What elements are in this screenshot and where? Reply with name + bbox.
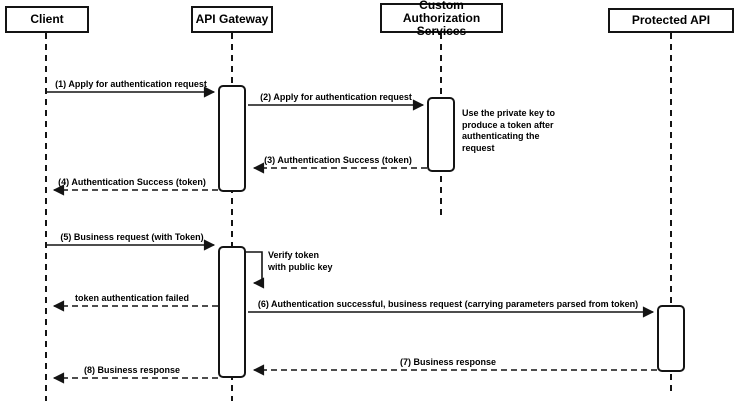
message-label-6: (6) Authentication successful, business … [257, 299, 639, 309]
message-label-4: (4) Authentication Success (token) [58, 177, 206, 187]
message-label-3: (3) Authentication Success (token) [264, 155, 412, 165]
actor-custom-authorization-services: Custom Authorization Services [380, 0, 503, 37]
activation-api-gateway-auth [218, 85, 246, 192]
message-label-7: (7) Business response [399, 357, 497, 367]
activation-custom-authorization-services [427, 97, 455, 172]
message-arrow-self-verify-token [246, 251, 265, 289]
message-label-8: (8) Business response [83, 365, 181, 375]
actor-client: Client [5, 6, 89, 33]
message-label-5: (5) Business request (with Token) [60, 232, 204, 242]
note-private-key: Use the private key to produce a token a… [462, 108, 556, 153]
activation-protected-api [657, 305, 685, 372]
message-label-verify-token-line2: with public key [268, 262, 333, 272]
message-label-1: (1) Apply for authentication request [55, 79, 207, 89]
message-label-token-failed: token authentication failed [74, 293, 190, 303]
actor-api-gateway: API Gateway [191, 6, 273, 33]
activation-api-gateway-business [218, 246, 246, 378]
message-label-2: (2) Apply for authentication request [260, 92, 412, 102]
actor-protected-api: Protected API [608, 8, 734, 33]
message-label-verify-token-line1: Verify token [268, 250, 320, 260]
